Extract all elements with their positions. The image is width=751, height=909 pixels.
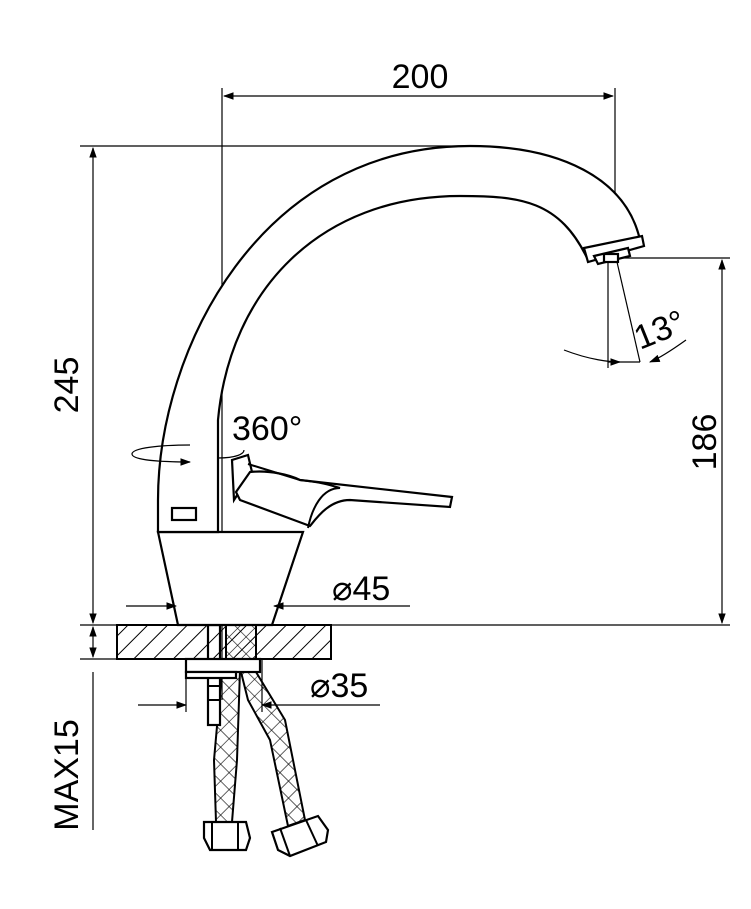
faucet-body (156, 144, 646, 627)
dim-hole-diameter: ⌀35 (310, 667, 368, 705)
dim-swivel-angle: 360° (232, 410, 302, 448)
dim-outlet-angle: 13° (629, 303, 691, 357)
dimension-lines (89, 92, 726, 830)
outlet-angle-marker (563, 261, 687, 366)
dim-max-thickness: MAX15 (48, 719, 86, 831)
supply-hoses (202, 666, 330, 858)
countertop-section (116, 624, 332, 660)
hose-nut-left (202, 820, 252, 852)
dim-outlet-height: 186 (686, 414, 724, 471)
swivel-rotation-arrow (131, 444, 245, 466)
dim-base-diameter: ⌀45 (332, 570, 390, 608)
dim-spout-reach: 200 (392, 58, 449, 96)
faucet-spout (156, 144, 642, 534)
faucet-base (156, 530, 305, 627)
mixer-handle (230, 453, 454, 529)
dim-total-height: 245 (48, 357, 86, 414)
hose-nut-right (270, 814, 330, 858)
